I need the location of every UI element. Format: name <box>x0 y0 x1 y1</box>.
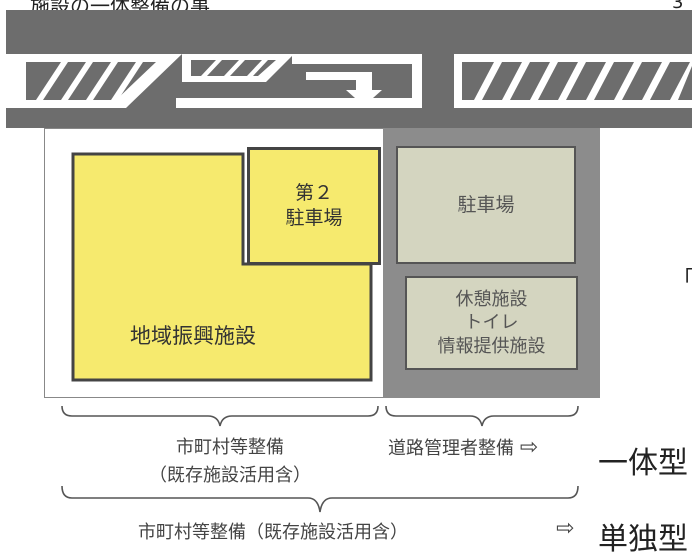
rest-facility-label: 休憩施設 トイレ 情報提供施設 <box>437 289 546 357</box>
integrated-type-label: 一体型 <box>598 446 688 481</box>
parking-lot: 駐車場 <box>396 146 576 264</box>
road-admin-maintenance-label: 道路管理者整備 <box>388 438 514 459</box>
municipal-maintenance-label: 市町村等整備 （既存施設活用含） <box>149 437 311 486</box>
standalone-arrow: ⇨ <box>556 518 574 540</box>
arrow-right-icon: ⇨ <box>519 435 539 460</box>
road-markings <box>6 54 692 108</box>
road <box>6 10 692 128</box>
cut-off-right-text: 3 <box>672 0 684 13</box>
side-bracket-mark: 「 <box>672 268 692 293</box>
standalone-type-label: 単独型 <box>598 522 688 557</box>
road-admin-maintenance-row: 道路管理者整備 ⇨ <box>388 434 538 460</box>
arrow-right-icon: ⇨ <box>556 516 575 541</box>
parking-lot-label: 駐車場 <box>457 193 515 216</box>
municipal-all-label: 市町村等整備（既存施設活用含） <box>138 522 408 543</box>
second-parking-lot-label: 第２ 駐車場 <box>285 182 343 229</box>
municipal-bracket <box>61 405 379 427</box>
municipal-all-bracket <box>61 485 579 513</box>
second-parking-lot: 第２ 駐車場 <box>247 147 381 265</box>
rest-facility: 休憩施設 トイレ 情報提供施設 <box>405 276 578 370</box>
regional-promotion-facility-label: 地域振興施設 <box>130 324 256 348</box>
road-admin-bracket <box>385 405 579 427</box>
